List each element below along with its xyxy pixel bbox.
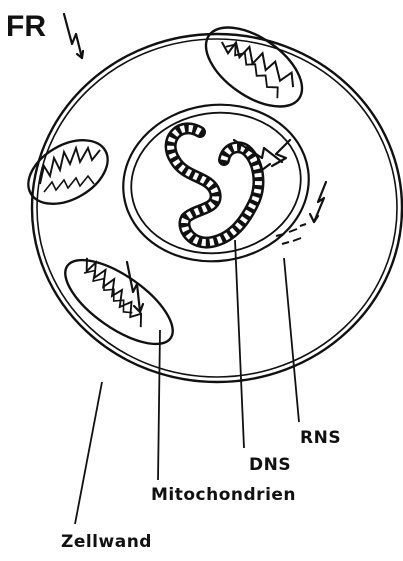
panel-letter: FR (6, 10, 46, 43)
label-mitochondrien: Mitochondrien (151, 485, 296, 505)
mitochondrion-lower-left (52, 245, 185, 360)
label-dns: DNS (249, 455, 291, 475)
cell-wall (32, 34, 402, 382)
dna-strand (171, 128, 259, 242)
leader-line-zellwand (75, 382, 102, 524)
leader-line-mitochondrien (158, 330, 160, 480)
leader-line-rns (284, 258, 299, 422)
leader-line-dns (235, 240, 244, 448)
label-zellwand: Zellwand (61, 532, 152, 552)
label-rns: RNS (300, 428, 341, 448)
